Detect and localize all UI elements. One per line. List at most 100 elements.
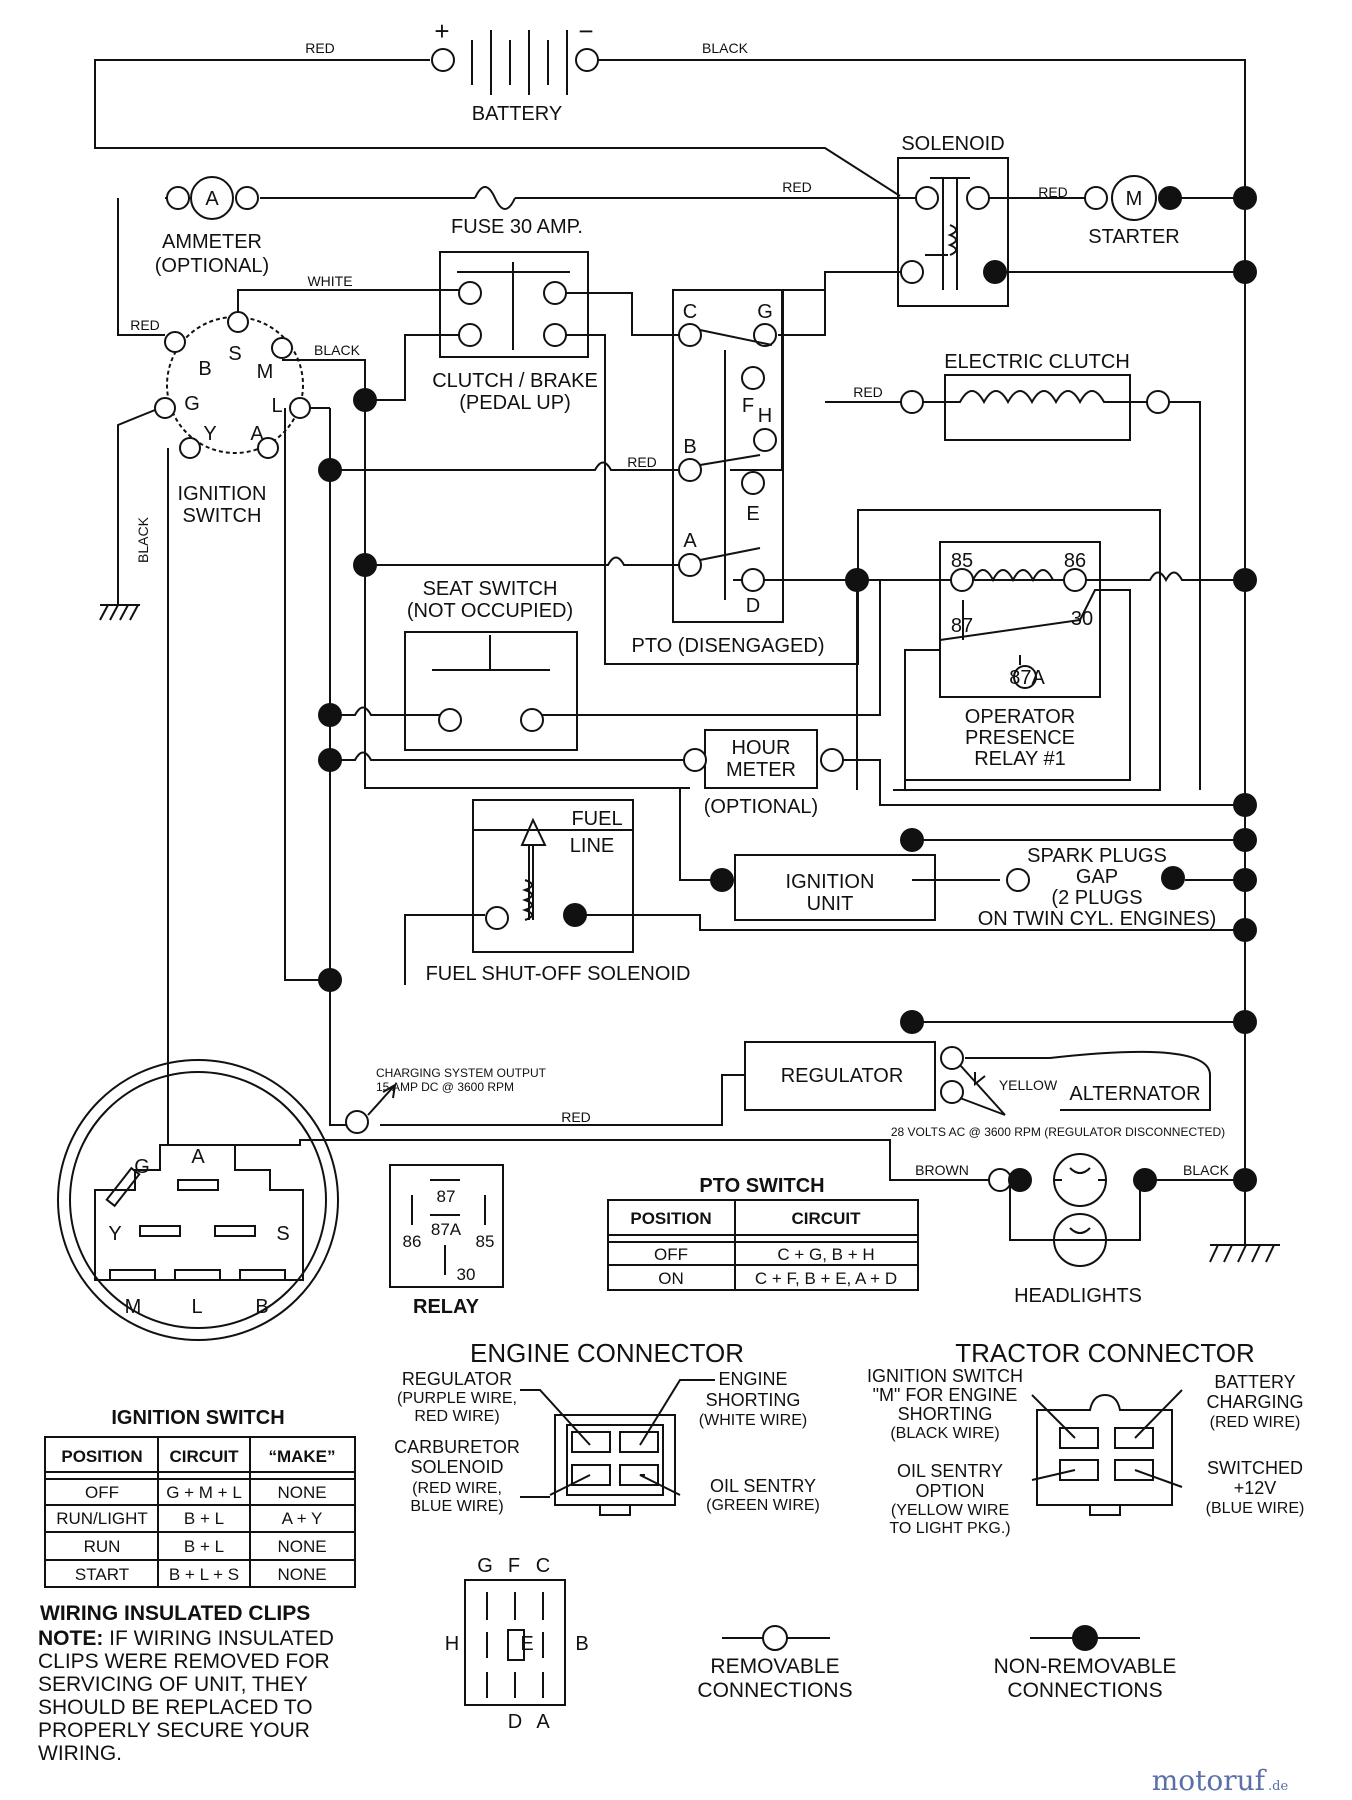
relay-pinout: 87 86 87A 85 30 RELAY bbox=[389, 1164, 504, 1318]
regulator: REGULATOR ALTERNATOR YELLOW RED CHARGING… bbox=[345, 1041, 1225, 1139]
ignition-switch-label-1: IGNITION bbox=[178, 483, 267, 505]
solenoid: SOLENOID RED RED bbox=[782, 133, 1068, 307]
hour-meter: HOUR METER (OPTIONAL) bbox=[683, 729, 844, 818]
fuel-line-label-1: FUEL bbox=[571, 808, 622, 830]
ammeter: A AMMETER (OPTIONAL) RED bbox=[130, 176, 269, 333]
engine-connector: ENGINE CONNECTOR REGULATOR (PURPLE WIRE,… bbox=[394, 1338, 820, 1516]
tc-oil-4: TO LIGHT PKG.) bbox=[889, 1520, 1010, 1537]
clutch-brake-switch: CLUTCH / BRAKE (PEDAL UP) WHITE BLACK bbox=[307, 251, 598, 414]
ign-table-header: POSITION bbox=[61, 1447, 142, 1466]
ign-table-cell: RUN bbox=[84, 1537, 121, 1556]
face-term-y: Y bbox=[108, 1223, 121, 1245]
alternator-volts: 28 VOLTS AC @ 3600 RPM (REGULATOR DISCON… bbox=[891, 1125, 1225, 1139]
pto-table-cell: ON bbox=[658, 1269, 684, 1288]
tc-battery-2: CHARGING bbox=[1206, 1392, 1303, 1412]
face-term-s: S bbox=[276, 1223, 289, 1245]
ec-regulator-3: RED WIRE) bbox=[414, 1408, 499, 1425]
ign-term-a: A bbox=[250, 423, 264, 445]
fuel-line-label-2: LINE bbox=[570, 835, 614, 857]
clips-note-text: IF WIRING INSULATED bbox=[103, 1627, 334, 1650]
ignition-switch-label-2: SWITCH bbox=[183, 505, 262, 527]
clips-title: WIRING INSULATED CLIPS bbox=[40, 1602, 310, 1625]
ign-table-cell: B + L bbox=[184, 1509, 224, 1528]
ignition-switch: B S M G L Y A IGNITION SWITCH BLACK bbox=[135, 311, 311, 563]
face-term-l: L bbox=[191, 1296, 202, 1318]
junction-dots bbox=[318, 186, 1257, 1192]
tc-oil-2: OPTION bbox=[915, 1481, 984, 1501]
legend-removable-1: REMOVABLE bbox=[710, 1655, 839, 1678]
ign-table-cell: RUN/LIGHT bbox=[56, 1509, 148, 1528]
watermark-text: motoruf bbox=[1152, 1764, 1268, 1797]
relay-pin-85: 85 bbox=[476, 1232, 495, 1251]
clips-note-line1: NOTE: IF WIRING INSULATED bbox=[38, 1627, 334, 1650]
face-term-g: G bbox=[134, 1156, 150, 1178]
ec-carb-4: BLUE WIRE) bbox=[410, 1498, 503, 1515]
ign-term-g: G bbox=[184, 393, 200, 415]
ec-carb-3: (RED WIRE, bbox=[412, 1480, 502, 1497]
battery-minus: − bbox=[578, 16, 593, 46]
pto-face-h: H bbox=[445, 1633, 459, 1655]
relay-term-85: 85 bbox=[951, 550, 973, 572]
wire-red-pto-b: RED bbox=[627, 454, 657, 470]
pto-term-b: B bbox=[683, 436, 696, 458]
ign-table-cell: G + M + L bbox=[166, 1483, 242, 1502]
solenoid-label: SOLENOID bbox=[901, 133, 1004, 155]
tc-ign-2: "M" FOR ENGINE bbox=[873, 1385, 1018, 1405]
wiring-clips-note: WIRING INSULATED CLIPS NOTE: IF WIRING I… bbox=[38, 1602, 334, 1765]
tc-battery-3: (RED WIRE) bbox=[1210, 1414, 1301, 1431]
hour-meter-label-2: METER bbox=[726, 759, 796, 781]
wire-black-battery: BLACK bbox=[702, 40, 749, 56]
tc-switched-2: +12V bbox=[1234, 1478, 1277, 1498]
ign-table-header: CIRCUIT bbox=[170, 1447, 240, 1466]
pto-term-d: D bbox=[746, 595, 760, 617]
fuel-shutoff-solenoid: FUEL LINE FUEL SHUT-OFF SOLENOID bbox=[426, 799, 691, 985]
fuse-label: FUSE 30 AMP. bbox=[451, 216, 583, 238]
ign-term-m: M bbox=[257, 361, 274, 383]
wire-red-starter: RED bbox=[1038, 184, 1068, 200]
ignition-switch-table: POSITION CIRCUIT “MAKE” OFF G + M + L NO… bbox=[44, 1436, 356, 1588]
pto-term-f: F bbox=[742, 395, 754, 417]
face-term-b: B bbox=[255, 1296, 268, 1318]
clutch-brake-label-1: CLUTCH / BRAKE bbox=[432, 370, 598, 392]
relay-pin-87: 87 bbox=[437, 1187, 456, 1206]
hour-meter-label-3: (OPTIONAL) bbox=[704, 796, 818, 818]
wire-brown: BROWN bbox=[915, 1162, 969, 1178]
ignition-unit: IGNITION UNIT bbox=[734, 854, 936, 921]
clips-note-line6: WIRING. bbox=[38, 1742, 122, 1765]
watermark-suffix: .de bbox=[1268, 1779, 1288, 1794]
ec-shorting-1: ENGINE bbox=[718, 1369, 787, 1389]
ign-table-cell: START bbox=[75, 1565, 129, 1584]
ign-term-y: Y bbox=[203, 423, 216, 445]
ign-term-s: S bbox=[228, 343, 241, 365]
pto-switch: C G F H B E A D PTO (DISENGAGED) RED RED bbox=[627, 289, 883, 657]
spark-label-1: SPARK PLUGS bbox=[1027, 845, 1167, 867]
starter-label: STARTER bbox=[1088, 226, 1180, 248]
operator-presence-relay: 85 86 87 30 87A OPERATOR PRESENCE RELAY … bbox=[904, 541, 1131, 790]
seat-switch: SEAT SWITCH (NOT OCCUPIED) bbox=[404, 578, 578, 751]
ignition-unit-label-2: UNIT bbox=[807, 893, 854, 915]
fuse-30-amp: FUSE 30 AMP. bbox=[451, 186, 583, 238]
wire-yellow: YELLOW bbox=[999, 1077, 1058, 1093]
pto-term-c: C bbox=[683, 301, 697, 323]
legend-nonremovable-1: NON-REMOVABLE bbox=[994, 1655, 1177, 1678]
engine-connector-title: ENGINE CONNECTOR bbox=[470, 1338, 744, 1368]
tc-switched-3: (BLUE WIRE) bbox=[1206, 1500, 1305, 1517]
wire-black-ground: BLACK bbox=[135, 516, 151, 563]
legend: REMOVABLE CONNECTIONS NON-REMOVABLE CONN… bbox=[697, 1625, 1176, 1702]
fuel-solenoid-label: FUEL SHUT-OFF SOLENOID bbox=[426, 963, 691, 985]
pto-term-e: E bbox=[746, 503, 759, 525]
face-term-a: A bbox=[191, 1146, 205, 1168]
relay-title: RELAY bbox=[413, 1296, 480, 1318]
wire-red-charging: RED bbox=[561, 1109, 591, 1125]
legend-nonremovable-2: CONNECTIONS bbox=[1007, 1679, 1162, 1702]
battery: + − BATTERY RED BLACK bbox=[305, 16, 748, 125]
ign-table-cell: A + Y bbox=[282, 1509, 323, 1528]
ign-table-cell: NONE bbox=[277, 1483, 326, 1502]
tc-ign-4: (BLACK WIRE) bbox=[890, 1425, 999, 1442]
ec-shorting-3: (WHITE WIRE) bbox=[699, 1412, 807, 1429]
wire-red-solenoid: RED bbox=[782, 179, 812, 195]
clips-note-line4: SHOULD BE REPLACED TO bbox=[38, 1696, 313, 1719]
relay-label-2: PRESENCE bbox=[965, 727, 1075, 749]
pto-table-cell: C + F, B + E, A + D bbox=[755, 1269, 897, 1288]
wire-red-ammeter: RED bbox=[130, 317, 160, 333]
